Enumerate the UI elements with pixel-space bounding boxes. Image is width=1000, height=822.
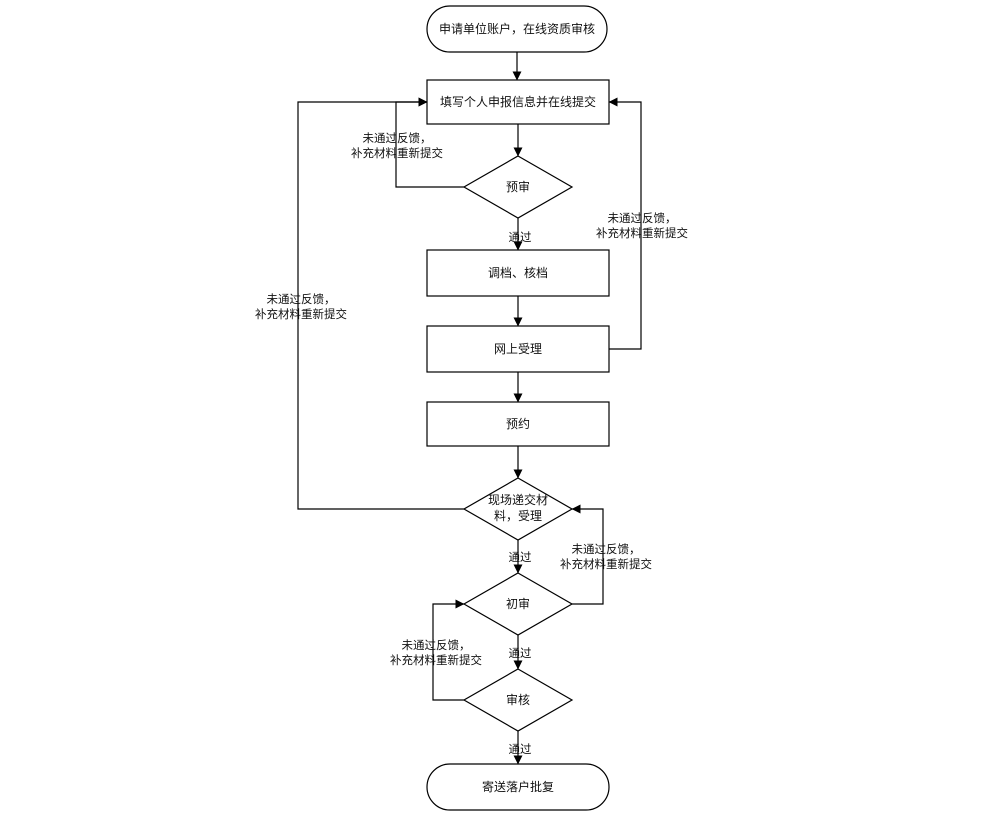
label-pass-onsite: 通过 (509, 550, 532, 564)
label-reject-onsite-line1: 未通过反馈， (267, 292, 336, 306)
label-reject-prereview-line1: 未通过反馈， (363, 131, 432, 145)
node-pre-review: 预审 (462, 155, 574, 219)
node-start-label: 申请单位账户，在线资质审核 (439, 21, 595, 36)
label-pass-first: 通过 (509, 646, 532, 660)
node-appointment-label: 预约 (506, 416, 530, 431)
label-reject-first-line1: 未通过反馈， (572, 542, 641, 556)
label-pass-final: 通过 (509, 742, 532, 756)
node-archive: 调档、核档 (426, 249, 610, 297)
node-appointment: 预约 (426, 401, 610, 447)
edge-final-reject (432, 599, 465, 701)
node-end: 寄送落户批复 (426, 763, 610, 811)
label-reject-final-line2: 补充材料重新提交 (390, 653, 482, 667)
edge-onsite-reject (297, 97, 464, 510)
node-archive-label: 调档、核档 (488, 266, 548, 280)
label-reject-onsite-line2: 补充材料重新提交 (255, 307, 347, 321)
node-online-accept: 网上受理 (426, 325, 610, 373)
label-reject-first-line2: 补充材料重新提交 (560, 557, 652, 571)
node-final-review: 审核 (462, 668, 574, 732)
node-first-review-label: 初审 (506, 596, 530, 611)
node-onsite-submit-label-line1: 现场递交材 (488, 492, 548, 507)
node-online-accept-label: 网上受理 (494, 342, 542, 356)
node-fill-info: 填写个人申报信息并在线提交 (426, 79, 610, 125)
node-fill-info-label: 填写个人申报信息并在线提交 (440, 94, 596, 109)
node-onsite-submit: 现场递交材 料，受理 (462, 477, 574, 541)
label-reject-final-line1: 未通过反馈， (402, 638, 471, 652)
label-reject-prereview-line2: 补充材料重新提交 (351, 146, 443, 160)
node-final-review-label: 审核 (506, 692, 530, 707)
label-reject-accept-line2: 补充材料重新提交 (596, 226, 688, 240)
node-onsite-submit-label-line2: 料，受理 (494, 509, 542, 523)
label-reject-accept-line1: 未通过反馈， (608, 211, 677, 225)
label-pass-prereview: 通过 (509, 230, 532, 244)
node-end-label: 寄送落户批复 (482, 779, 554, 794)
node-pre-review-label: 预审 (506, 179, 530, 194)
node-first-review: 初审 (462, 572, 574, 636)
edge-accept-reject (608, 97, 642, 350)
node-start: 申请单位账户，在线资质审核 (426, 5, 608, 53)
edge-first-reject (571, 504, 604, 605)
